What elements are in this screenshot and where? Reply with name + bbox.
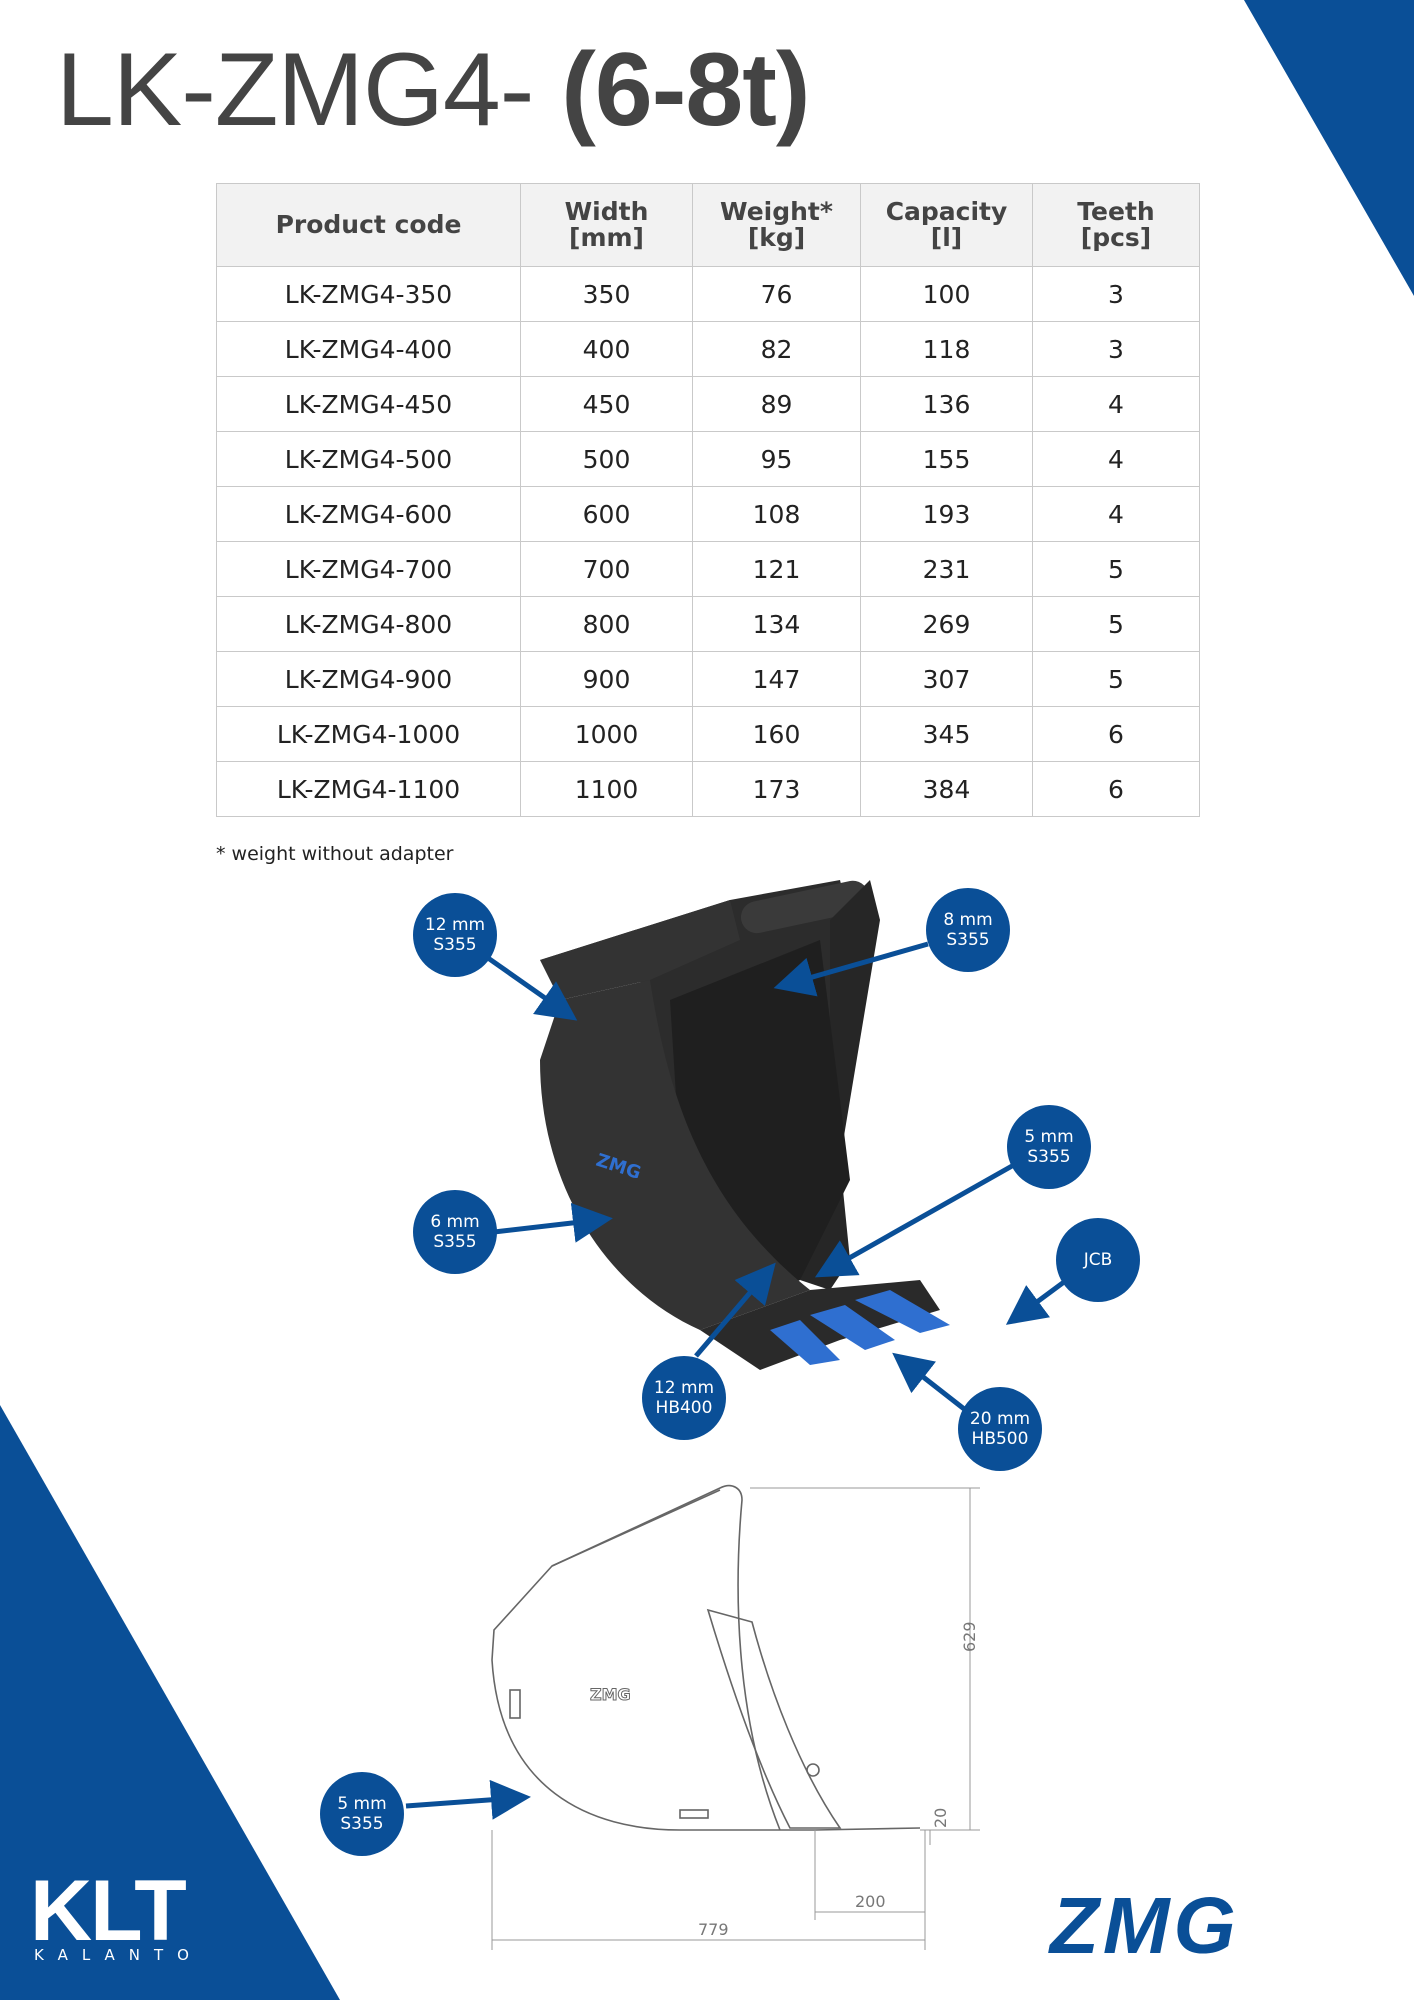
table-cell: LK-ZMG4-1100 bbox=[216, 761, 521, 817]
arrow-inner bbox=[814, 1163, 1014, 1278]
header-weight: Weight*[kg] bbox=[692, 183, 861, 267]
klt-subtitle: KALANTO bbox=[34, 1946, 203, 1964]
bottom-left-blue-triangle bbox=[0, 1405, 340, 2000]
table-cell: LK-ZMG4-500 bbox=[216, 431, 521, 487]
drawing-outline bbox=[491, 1484, 815, 1831]
arrow-side bbox=[493, 1202, 613, 1243]
table-cell: 108 bbox=[692, 486, 861, 542]
arrow-drawing-shell bbox=[405, 1779, 531, 1820]
arrow-top-left bbox=[486, 955, 578, 1021]
arrow-teeth bbox=[1005, 1279, 1066, 1325]
table-cell: 5 bbox=[1032, 596, 1200, 652]
page-title: LK-ZMG4- (6-8t) bbox=[56, 32, 810, 148]
bucket-tooth bbox=[855, 1290, 950, 1333]
table-cell: 173 bbox=[692, 761, 861, 817]
technical-drawing: ZMG 629 20 200 779 bbox=[491, 1484, 980, 1950]
bucket-pin-tube bbox=[740, 880, 869, 934]
table-cell: LK-ZMG4-700 bbox=[216, 541, 521, 597]
table-cell: 269 bbox=[860, 596, 1033, 652]
dim-height: 629 bbox=[960, 1621, 979, 1652]
table-cell: 600 bbox=[520, 486, 693, 542]
dim-edge: 20 bbox=[931, 1808, 950, 1828]
header-teeth: Teeth[pcs] bbox=[1032, 183, 1200, 267]
table-cell: 350 bbox=[520, 266, 693, 322]
drawing-hole bbox=[806, 1763, 820, 1777]
table-cell: 4 bbox=[1032, 431, 1200, 487]
table-cell: 6 bbox=[1032, 761, 1200, 817]
table-cell: 155 bbox=[860, 431, 1033, 487]
table-cell: 95 bbox=[692, 431, 861, 487]
drawing-lip bbox=[814, 1827, 921, 1831]
table-cell: LK-ZMG4-600 bbox=[216, 486, 521, 542]
table-cell: LK-ZMG4-800 bbox=[216, 596, 521, 652]
table-cell: 1100 bbox=[520, 761, 693, 817]
table-cell: 345 bbox=[860, 706, 1033, 762]
table-cell: LK-ZMG4-1000 bbox=[216, 706, 521, 762]
table-cell: 3 bbox=[1032, 266, 1200, 322]
weight-footnote: * weight without adapter bbox=[216, 843, 454, 865]
dim-lip: 200 bbox=[855, 1892, 886, 1911]
bucket-illustration: ZMG bbox=[540, 880, 950, 1370]
drawing-slot bbox=[509, 1689, 521, 1719]
top-right-blue-triangle bbox=[1244, 0, 1414, 296]
arrow-top-right bbox=[773, 941, 929, 997]
product-spec-table: Product code Width[mm] Weight*[kg] Capac… bbox=[216, 183, 1200, 817]
table-cell: 900 bbox=[520, 651, 693, 707]
callout-teeth: JCB bbox=[1056, 1218, 1140, 1302]
table-cell: 134 bbox=[692, 596, 861, 652]
table-cell: 193 bbox=[860, 486, 1033, 542]
table-cell: 121 bbox=[692, 541, 861, 597]
table-cell: 1000 bbox=[520, 706, 693, 762]
table-cell: 118 bbox=[860, 321, 1033, 377]
arrow-edge bbox=[892, 1352, 970, 1414]
bucket-top-plate bbox=[540, 900, 740, 1000]
klt-logo: KLT bbox=[30, 1863, 187, 1959]
bucket-tooth bbox=[810, 1305, 895, 1350]
zmg-logo: ZMG bbox=[1050, 1881, 1240, 1970]
table-cell: 384 bbox=[860, 761, 1033, 817]
drawing-logo-mark: ZMG bbox=[590, 1685, 631, 1704]
header-capacity: Capacity[l] bbox=[860, 183, 1033, 267]
table-cell: 5 bbox=[1032, 541, 1200, 597]
table-cell: 700 bbox=[520, 541, 693, 597]
drawing-slot bbox=[679, 1809, 709, 1819]
table-cell: LK-ZMG4-900 bbox=[216, 651, 521, 707]
table-cell: 4 bbox=[1032, 486, 1200, 542]
table-cell: 800 bbox=[520, 596, 693, 652]
bucket-tooth bbox=[770, 1320, 840, 1365]
arrow-bottom bbox=[694, 1262, 776, 1358]
table-cell: 450 bbox=[520, 376, 693, 432]
table-cell: 160 bbox=[692, 706, 861, 762]
table-cell: LK-ZMG4-350 bbox=[216, 266, 521, 322]
dim-length: 779 bbox=[698, 1920, 729, 1939]
bucket-right-side bbox=[800, 880, 880, 1290]
table-cell: 4 bbox=[1032, 376, 1200, 432]
table-cell: 136 bbox=[860, 376, 1033, 432]
drawing-inner-plate bbox=[706, 1608, 842, 1829]
table-cell: 6 bbox=[1032, 706, 1200, 762]
table-cell: 147 bbox=[692, 651, 861, 707]
table-cell: 231 bbox=[860, 541, 1033, 597]
